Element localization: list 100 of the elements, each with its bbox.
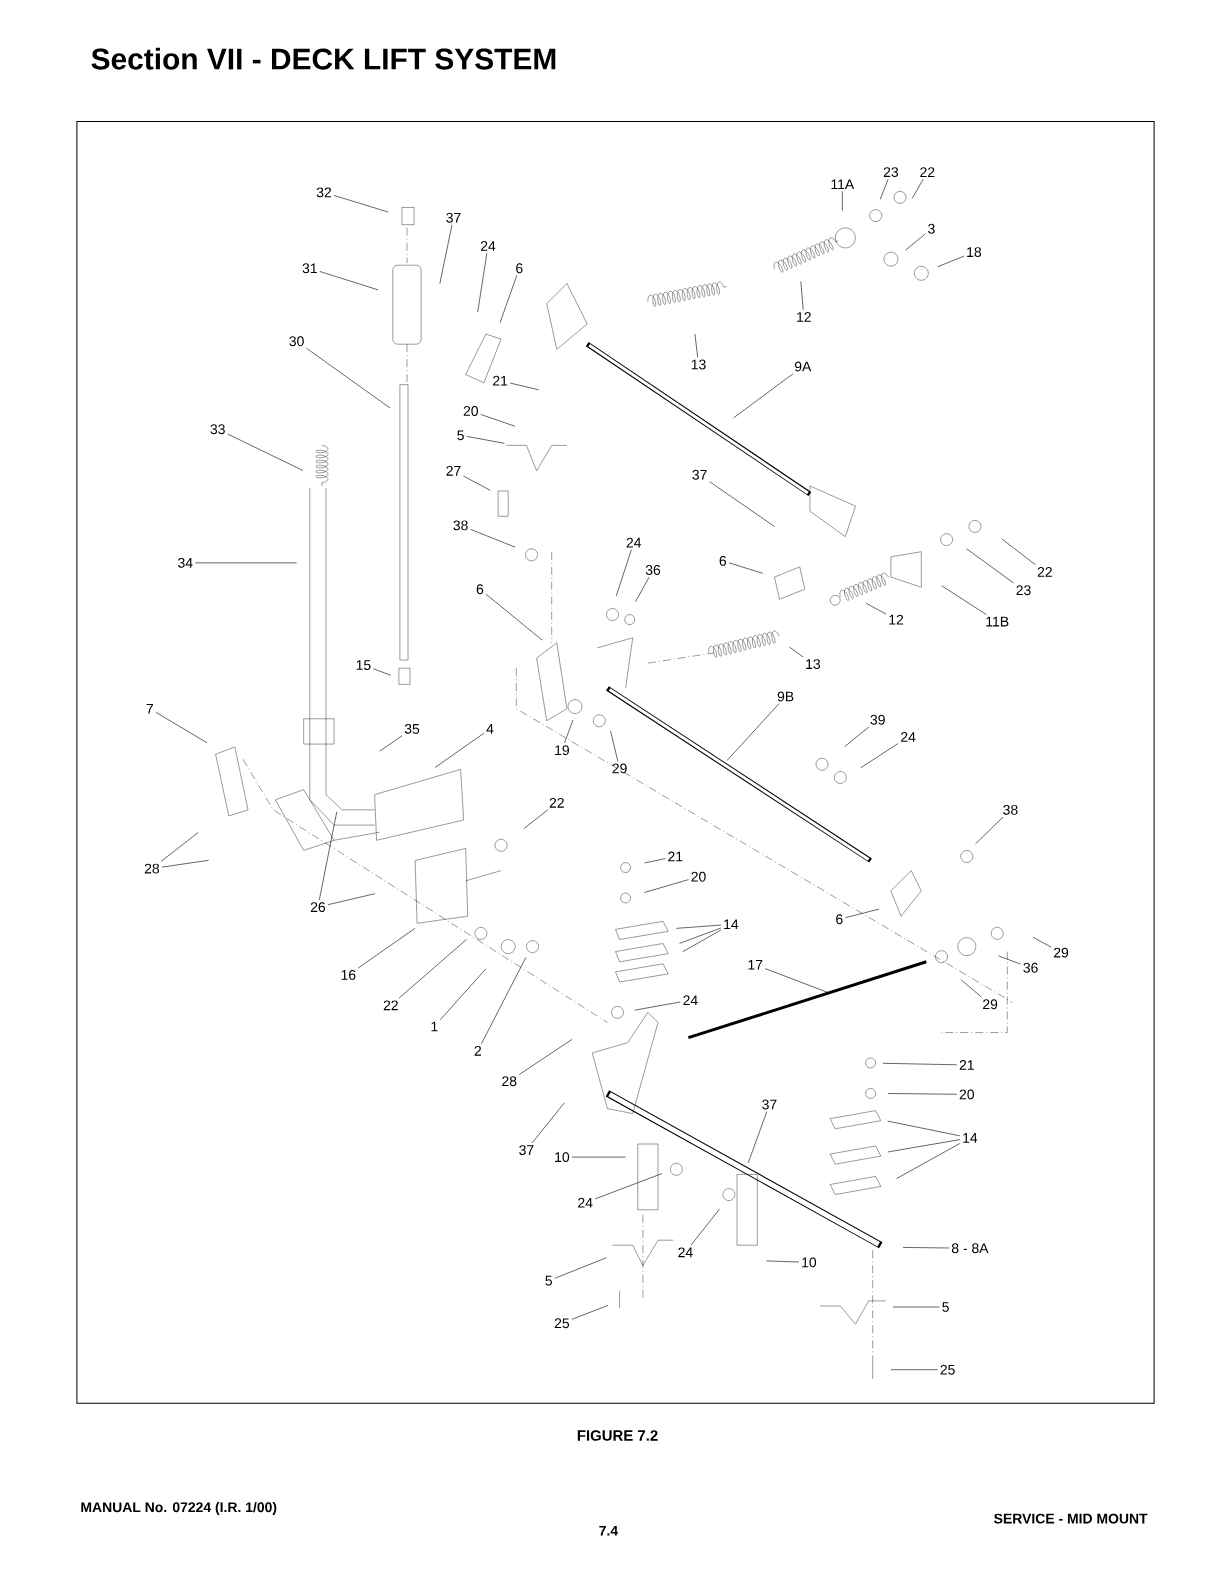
callout-number: 25 [940,1364,955,1375]
callout-number: 24 [480,241,496,251]
leader-line [998,955,1021,965]
leader-line [911,178,924,199]
leader-line [709,481,775,527]
leader-line [887,1093,958,1095]
callout-number: 21 [668,851,683,862]
leader-line [523,809,549,829]
callout-number: 17 [748,960,763,970]
callout-number: 14 [963,1133,978,1143]
callout-number: 27 [446,465,461,476]
callout-number: 23 [883,167,899,178]
leader-line [227,433,304,471]
leader-line [499,275,518,323]
leader-line [634,1001,681,1011]
leader-line [306,348,391,409]
leader-line [975,816,1004,845]
callout-number: 22 [383,1000,398,1011]
leader-line [161,860,209,868]
callout-number: 8 - 8A [951,1243,989,1254]
leader-line [694,333,698,358]
footer-text: MANUAL No. 07224 (I.R. 1/00) [81,1501,277,1515]
leader-line [960,979,982,998]
callout-number: 14 [724,919,739,930]
leader-line [571,1305,609,1320]
leader-line [564,719,574,744]
callout-number: 37 [519,1145,534,1156]
callout-number: 22 [549,797,564,808]
callout-number: 11B [986,616,1009,627]
callout-number: 28 [502,1076,517,1087]
leader-line [327,893,376,906]
callout-number: 6 [476,584,484,595]
callout-number: 20 [691,871,706,882]
callout-number: 4 [486,724,494,734]
callout-number: 37 [762,1099,777,1110]
leader-line [892,1306,940,1308]
footer-text: SERVICE - MID MOUNT [994,1513,1148,1524]
figure-caption: FIGURE 7.2 [577,1430,658,1441]
callout-number: 34 [178,557,193,568]
callout-number: 20 [959,1089,975,1100]
leader-line [463,475,491,491]
callout-number: 29 [1053,947,1069,958]
callout-number: 33 [210,424,225,435]
callout-number: 3 [928,223,935,234]
leader-line [879,178,889,200]
leader-line [194,562,297,564]
leader-line [644,879,689,893]
leader-line [941,585,987,615]
callout-number: 24 [683,995,698,1006]
callout-number: 9A [794,361,812,372]
leader-line [800,281,804,311]
callout-number: 36 [645,565,661,575]
callout-number: 19 [555,745,569,756]
leader-line [890,1369,938,1370]
leader-line [766,1260,800,1263]
leader-line [887,1120,961,1137]
leader-line [155,712,208,744]
callout-number: 6 [719,555,727,566]
leader-line [865,602,887,615]
callout-number: 22 [1037,567,1052,577]
leader-line [477,252,488,313]
callout-number: 5 [457,430,464,441]
callout-number: 5 [942,1302,949,1312]
callout-number: 1 [431,1021,438,1032]
leader-line [470,529,516,548]
leader-line [357,927,416,969]
leader-line [466,436,505,444]
callout-number: 38 [453,520,468,531]
callout-number: 7 [146,703,153,714]
callout-number: 24 [578,1197,593,1208]
leader-line [616,549,632,597]
callout-number: 30 [289,336,304,347]
callout-number: 24 [901,732,916,742]
leader-line [682,929,722,952]
leader-line [379,735,403,752]
leader-line [594,1173,663,1200]
callout-number: 18 [967,247,982,258]
callout-number: 38 [1003,804,1018,815]
leader-line [481,957,527,1044]
callout-number: 16 [341,969,356,980]
leader-line [434,732,485,768]
callout-number: 20 [463,406,478,416]
callout-number: 22 [920,167,935,177]
callout-number: 11A [831,179,855,190]
leader-line [480,414,516,427]
callout-number: 39 [870,714,885,725]
callout-number: 29 [612,763,627,774]
title: Section VII - DECK LIFT SYSTEM [91,47,556,70]
callout-number: 37 [692,469,707,480]
callout-number: 2 [474,1045,481,1056]
leader-line [610,730,619,762]
leader-line [937,255,965,268]
callout-number: 21 [959,1060,974,1070]
leader-line [675,924,722,929]
leader-line [319,271,379,291]
callout-number: 10 [555,1152,570,1163]
leader-line [373,668,392,676]
leader-line [485,593,543,641]
leader-line [726,703,780,761]
leader-line [789,646,804,658]
